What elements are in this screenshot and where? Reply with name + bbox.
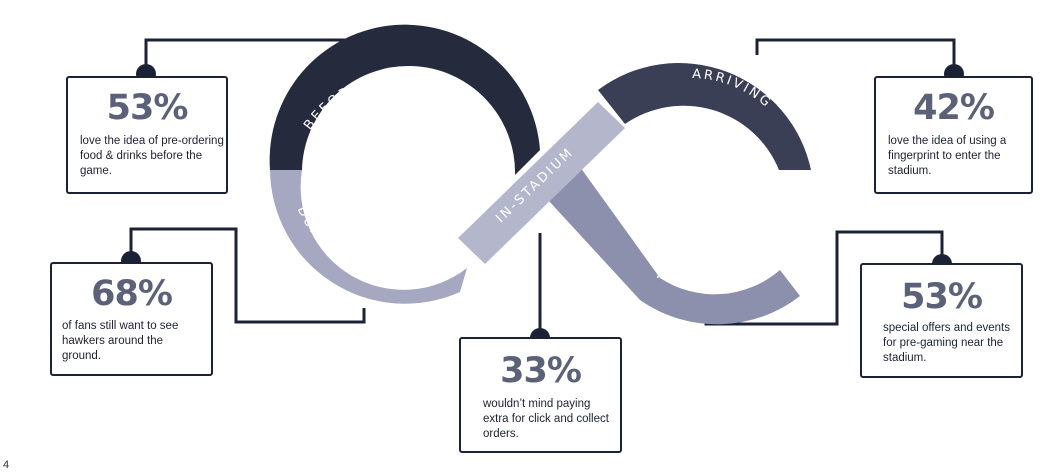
segment-during-the-game bbox=[270, 170, 467, 304]
stat-box-during-the-game: 68% of fans still want to see hawkers ar… bbox=[50, 262, 213, 376]
stat-text: special offers and events for pre-gaming… bbox=[883, 322, 1011, 364]
stat-box-arriving: 42% love the idea of using a fingerprint… bbox=[874, 76, 1033, 194]
segment-arriving bbox=[598, 63, 811, 170]
segment-before-arrival bbox=[269, 24, 540, 176]
stat-percent: 33% bbox=[500, 351, 582, 391]
label-pre-game: PRE-GAME bbox=[654, 264, 743, 288]
segment-pre-game bbox=[548, 160, 800, 325]
stat-box-pre-game: 53% special offers and events for pre-ga… bbox=[860, 263, 1023, 378]
segment-in-stadium bbox=[458, 102, 625, 264]
stat-percent: 68% bbox=[91, 274, 173, 314]
connector-arriving bbox=[755, 38, 956, 74]
stat-percent: 53% bbox=[901, 277, 983, 317]
stat-text: wouldn’t mind paying extra for click and… bbox=[483, 398, 609, 440]
stat-text: love the idea of pre-ordering food & dri… bbox=[80, 135, 224, 177]
stat-percent: 42% bbox=[913, 88, 995, 128]
connector-during-game bbox=[129, 227, 366, 324]
stat-percent: 53% bbox=[106, 88, 189, 128]
stat-box-in-stadium: 33% wouldn’t mind paying extra for click… bbox=[459, 337, 622, 453]
stat-text: love the idea of using a fingerprint to … bbox=[888, 135, 1007, 177]
stat-text: of fans still want to see hawkers around… bbox=[62, 320, 179, 362]
page-number: 4 bbox=[3, 459, 10, 471]
stat-box-before-arrival: 53% love the idea of pre-ordering food &… bbox=[66, 76, 228, 194]
